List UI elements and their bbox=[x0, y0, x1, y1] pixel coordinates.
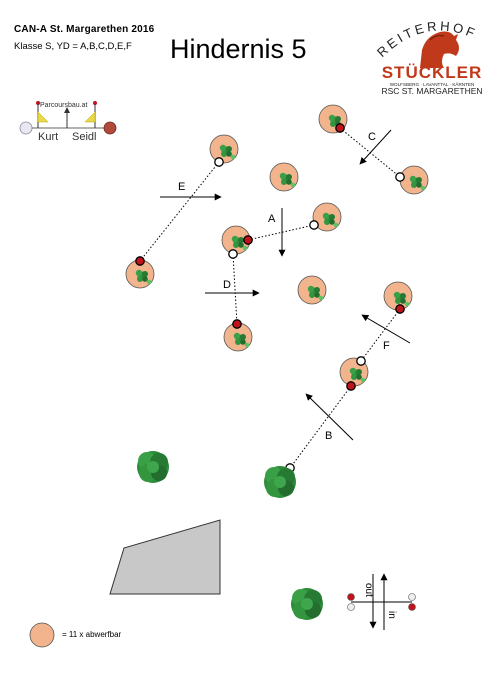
large-bush bbox=[137, 451, 169, 483]
red-marker bbox=[346, 381, 356, 391]
logo-places: WOLFSBERG · LAVANTTAL · KÄRNTEN bbox=[390, 81, 475, 87]
route-label-d: D bbox=[223, 279, 231, 291]
route-line-f bbox=[360, 308, 401, 362]
red-marker bbox=[395, 304, 405, 314]
route-line-d bbox=[232, 253, 238, 325]
yellow-flag-icon bbox=[84, 101, 97, 128]
white-marker bbox=[395, 172, 405, 182]
gray-shed bbox=[109, 519, 221, 595]
route-label-a: A bbox=[268, 213, 276, 225]
legend-symbol bbox=[29, 622, 55, 648]
route-line-a bbox=[247, 224, 315, 241]
arrow-f bbox=[361, 314, 411, 344]
horse-head-icon bbox=[420, 31, 459, 68]
gate-label-out: out bbox=[363, 583, 374, 597]
red-marker bbox=[243, 235, 253, 245]
route-label-b: B bbox=[325, 430, 332, 442]
red-marker bbox=[232, 319, 242, 329]
red-marker-icon bbox=[347, 593, 355, 601]
red-marker-icon bbox=[408, 603, 416, 611]
white-marker-icon bbox=[408, 593, 416, 601]
obstacle-plants bbox=[135, 114, 426, 383]
gate-label-in: in bbox=[386, 611, 397, 619]
route-markers bbox=[135, 123, 405, 473]
logo-brand: STÜCKLER bbox=[382, 63, 483, 82]
designer-last-name: Seidl bbox=[72, 131, 96, 143]
white-marker bbox=[356, 356, 366, 366]
logo-club: RSC ST. MARGARETHEN bbox=[381, 86, 482, 95]
red-marker bbox=[335, 123, 345, 133]
white-marker-icon bbox=[347, 603, 355, 611]
class-info: Klasse S, YD = A,B,C,D,E,F bbox=[14, 41, 132, 52]
direction-arrows bbox=[160, 129, 411, 441]
in-out-gate: out in bbox=[347, 573, 416, 630]
route-label-e: E bbox=[178, 181, 185, 193]
arrow-b bbox=[305, 393, 354, 441]
designer-first-name: Kurt bbox=[38, 131, 58, 143]
legend-text: = 11 x abwerfbar bbox=[62, 630, 122, 639]
route-line-b bbox=[289, 385, 352, 469]
large-bush bbox=[264, 466, 296, 498]
white-marker bbox=[309, 220, 319, 230]
route-labels: E A C D F B bbox=[178, 131, 390, 442]
route-label-c: C bbox=[368, 131, 376, 143]
arrow-c bbox=[359, 129, 392, 165]
designer-site: Parcoursbau.at bbox=[40, 102, 88, 109]
large-bush bbox=[291, 588, 323, 620]
white-marker bbox=[214, 157, 224, 167]
route-label-f: F bbox=[383, 340, 390, 352]
reiterhof-logo: REITERHOF STÜCKLER WOLFSBERG · LAVANTTAL… bbox=[374, 18, 483, 95]
page-title: Hindernis 5 bbox=[170, 34, 307, 64]
white-marker bbox=[228, 249, 238, 259]
event-title: CAN-A St. Margarethen 2016 bbox=[14, 24, 155, 35]
red-marker bbox=[135, 256, 145, 266]
designer-logo: Parcoursbau.at Kurt Seidl bbox=[19, 101, 117, 143]
route-line-e bbox=[139, 161, 220, 262]
yellow-flag-icon bbox=[36, 101, 49, 128]
